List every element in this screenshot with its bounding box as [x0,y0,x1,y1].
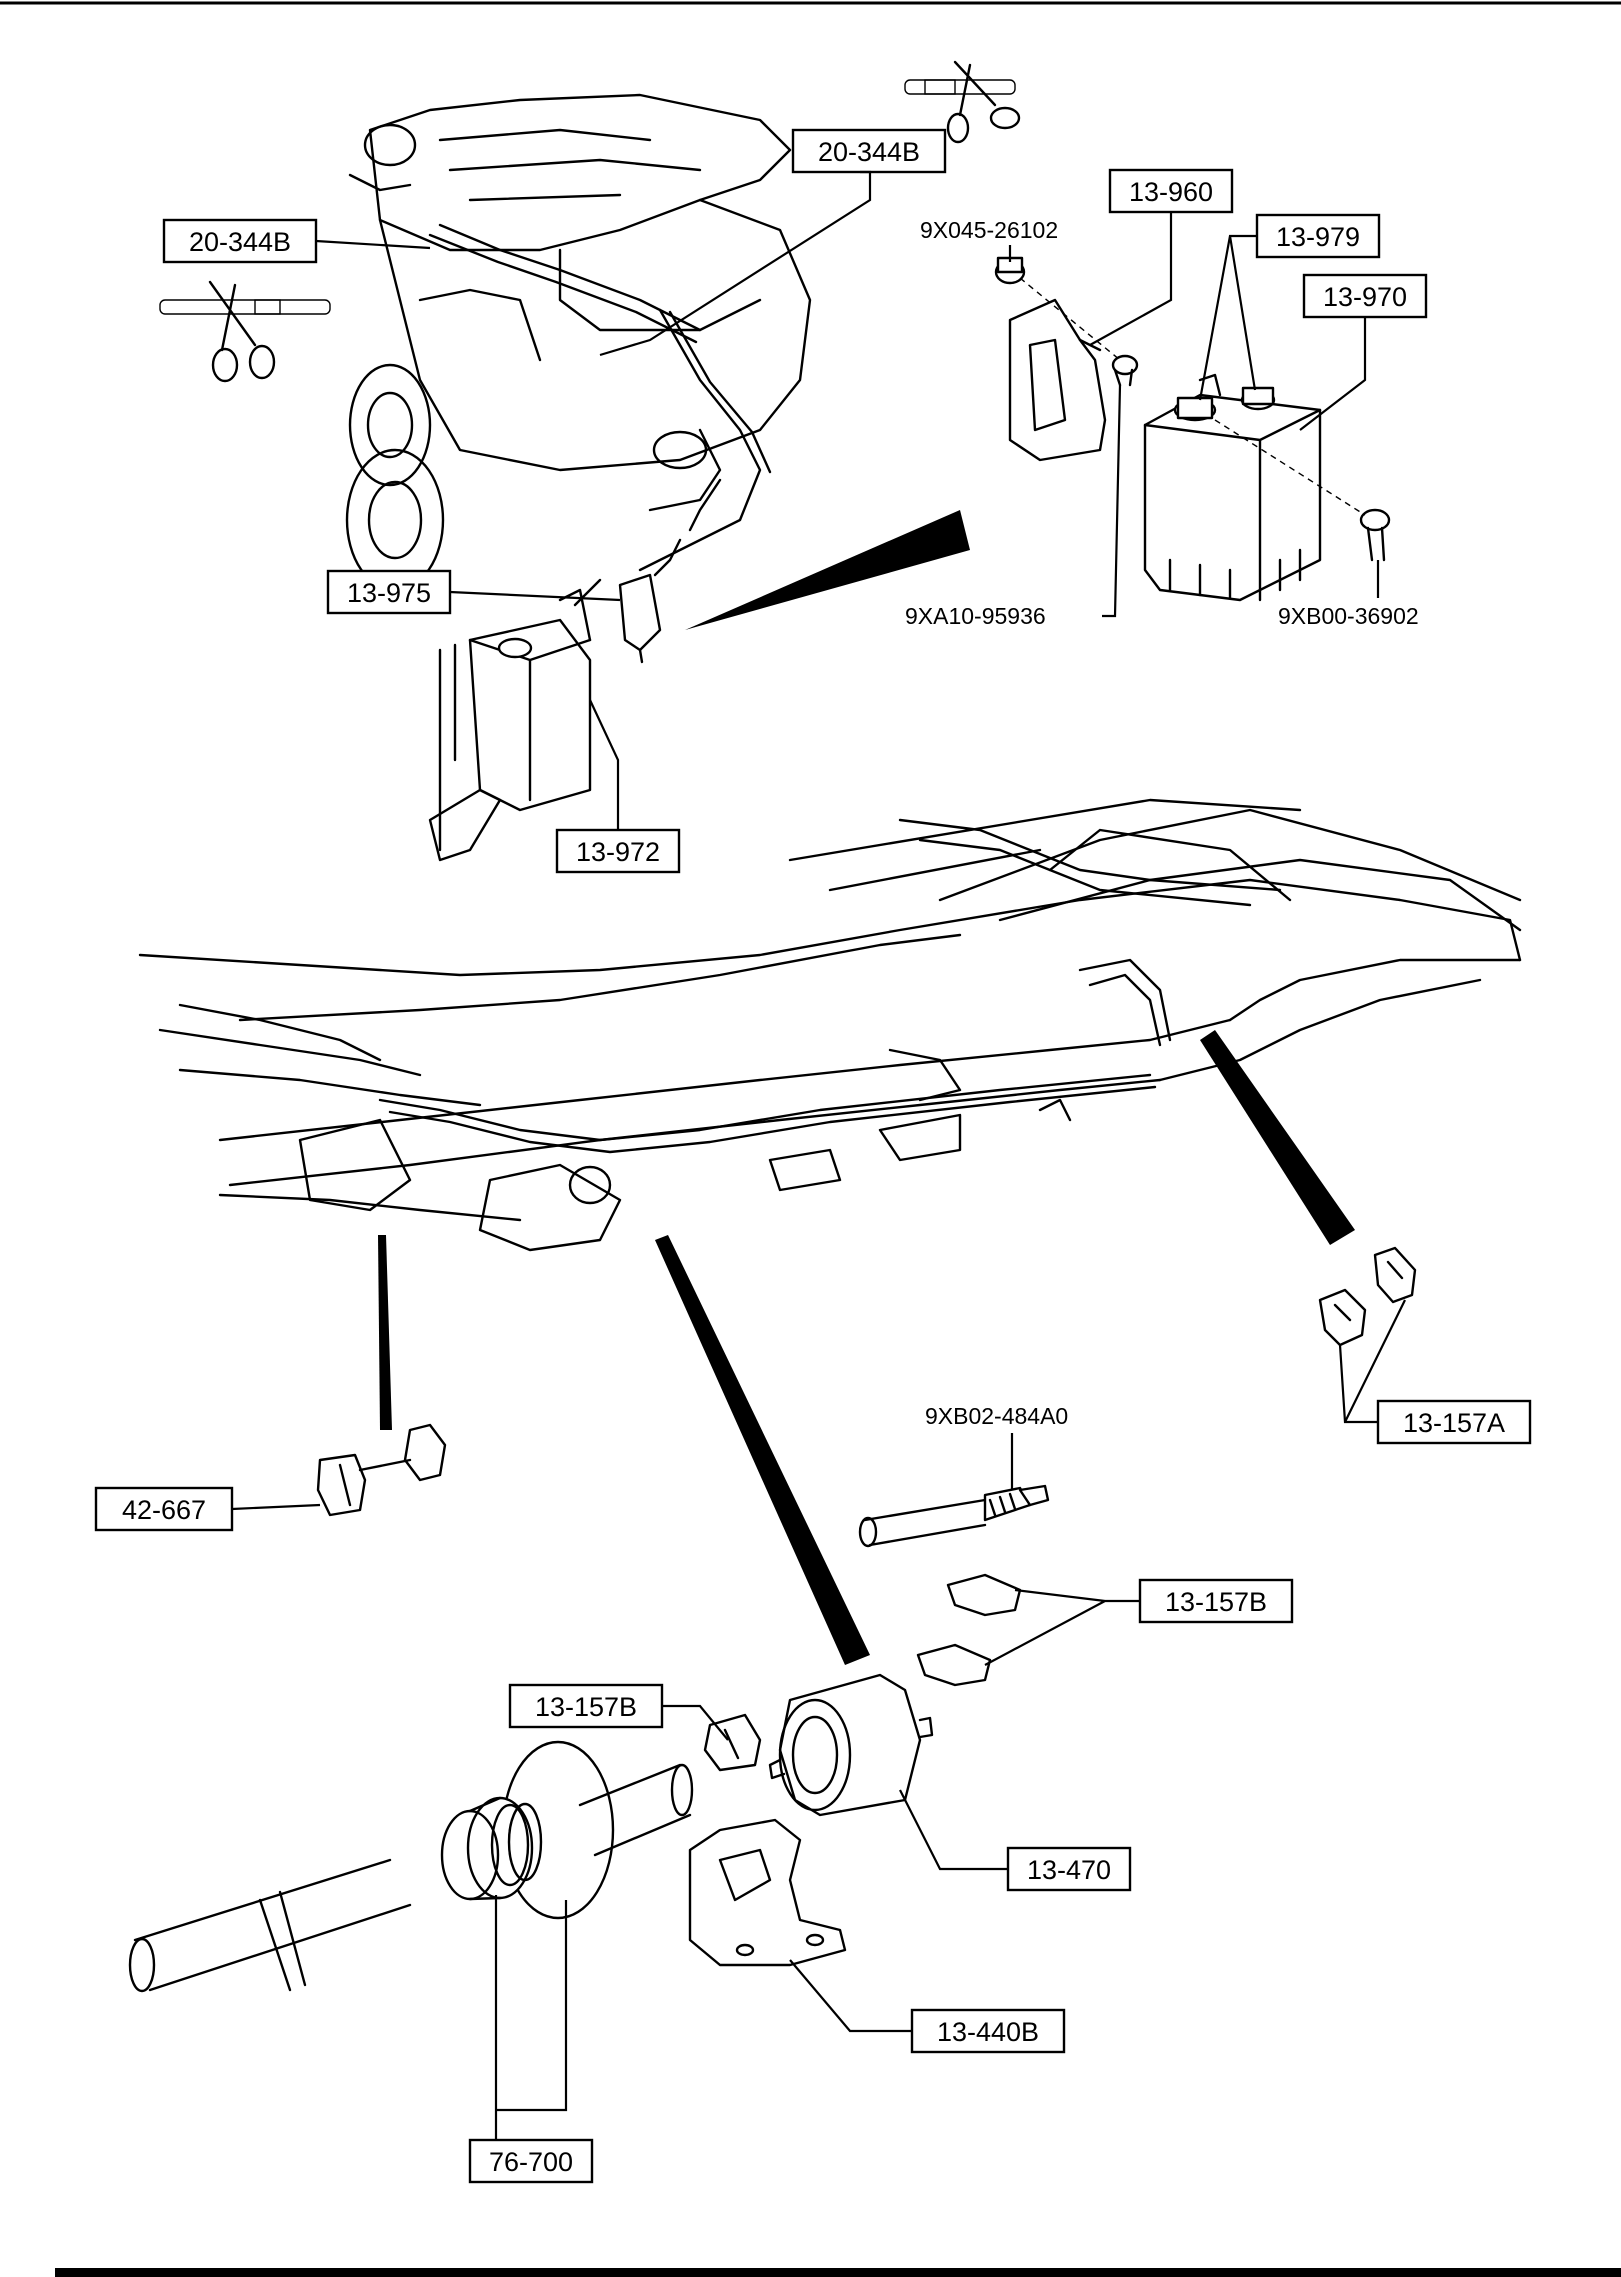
callout-13-157b-lower: 13-157B [535,1692,637,1722]
chassis-frame [138,798,1522,1252]
callout-13-972: 13-972 [576,837,660,867]
callout-9xb00-36902: 9XB00-36902 [1278,603,1419,629]
pointer-wedge-canister [685,510,970,630]
callout-9xa10-95936: 9XA10-95936 [905,603,1046,629]
valve-13-975 [618,478,722,664]
callout-20-344b-left: 20-344B [189,227,291,257]
clamp-42-667 [316,1423,447,1517]
callout-13-970: 13-970 [1323,282,1407,312]
clips-13-157b-upper [916,1573,1022,1687]
callout-20-344b-top: 20-344B [818,137,920,167]
callout-13-157a: 13-157A [1403,1408,1505,1438]
bottom-border [55,2268,1621,2277]
cut-hose-icon-left [159,280,331,383]
pointer-wedge-left [378,1235,392,1430]
bolt-9xb00 [1359,508,1391,562]
callout-9x045-26102: 9X045-26102 [920,217,1058,243]
callout-13-440b: 13-440B [937,2017,1039,2047]
clip-13-157a [1318,1246,1417,1347]
callout-76-700: 76-700 [489,2147,573,2177]
nut-9x045 [994,256,1026,285]
callout-13-979: 13-979 [1276,222,1360,252]
bracket-13-960 [1008,298,1107,462]
callout-13-960: 13-960 [1129,177,1213,207]
cut-hose-icon-top [904,60,1021,144]
bracket-13-440b [688,1818,847,1967]
canister-13-970 [1143,373,1322,602]
bolt-9xa10 [1111,354,1139,387]
joint-9xb02 [858,1484,1050,1548]
callout-13-975: 13-975 [347,578,431,608]
pointer-wedge-center [655,1235,870,1665]
callout-13-157b-upper: 13-157B [1165,1587,1267,1617]
pointer-wedge-right [1200,1030,1355,1245]
engine-illustration [345,93,812,592]
canister-assy-13-972 [428,578,602,862]
grommet-76-700 [440,1740,615,1920]
callout-9xb02-484a0: 9XB02-484A0 [925,1403,1068,1429]
fuel-pipe [128,1763,694,1993]
fuel-filter-13-470 [768,1673,934,1817]
callout-42-667: 42-667 [122,1495,206,1525]
callout-13-470: 13-470 [1027,1855,1111,1885]
